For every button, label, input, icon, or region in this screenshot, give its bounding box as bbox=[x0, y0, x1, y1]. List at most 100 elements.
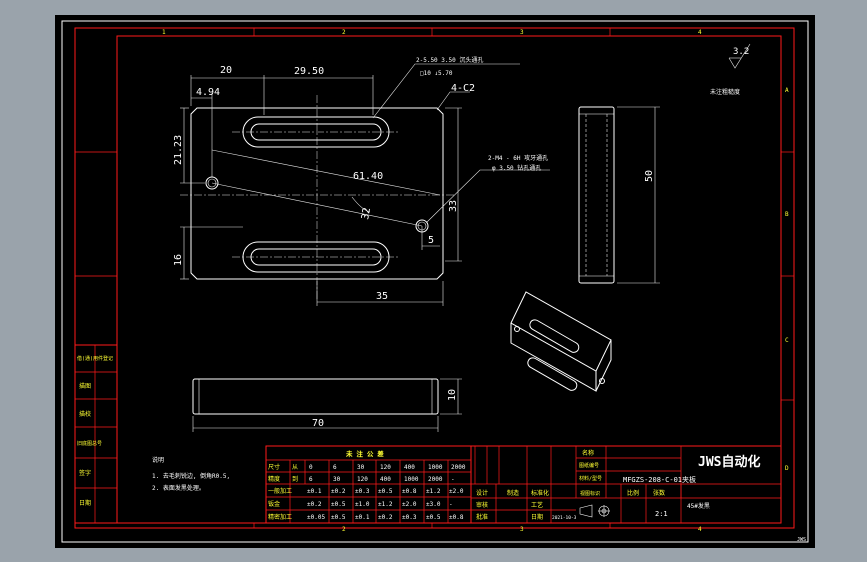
zone-col-4-bottom: 4 bbox=[698, 526, 702, 533]
dim-21-23: 21.23 bbox=[173, 135, 184, 165]
dim-16: 16 bbox=[173, 254, 184, 266]
zone-col-1: 1 bbox=[162, 29, 166, 36]
left-block-label-3: 描校 bbox=[79, 410, 91, 418]
notes-line-2: 2. 表面发黑处理。 bbox=[152, 484, 205, 492]
tol-header-cell: 400 bbox=[404, 464, 415, 471]
tol-value-cell: ±0.05 bbox=[307, 514, 325, 521]
title-mark-label: 视图标识 bbox=[580, 490, 600, 497]
chamfer-callout-leader bbox=[436, 91, 470, 111]
diagonal-dimension-line bbox=[211, 149, 441, 196]
tol-header2-cell: 到 bbox=[292, 476, 298, 483]
tolerance-title: 未 注 公 差 bbox=[346, 449, 384, 458]
tol-value-cell: ±2.0 bbox=[402, 501, 417, 508]
zone-row-b: B bbox=[785, 211, 789, 218]
tol-value-cell: ±0.5 bbox=[331, 514, 346, 521]
zone-row-a: A bbox=[785, 87, 789, 94]
tol-value-cell: - bbox=[449, 501, 453, 508]
tol-value-cell: ±0.1 bbox=[355, 514, 370, 521]
tol-header-cell: 从 bbox=[292, 464, 298, 471]
dim-50: 50 bbox=[644, 170, 655, 182]
drawing-sheet bbox=[55, 15, 815, 548]
tol-header2-cell: 1000 bbox=[404, 476, 419, 483]
slot-callout-line2: □10 ↓5.70 bbox=[420, 70, 453, 77]
title-scale-label: 比例 bbox=[627, 489, 639, 497]
tol-value-cell: ±0.8 bbox=[449, 514, 464, 521]
title-sheet-label: 张数 bbox=[653, 489, 665, 497]
title-check: 审核 bbox=[476, 501, 488, 509]
tol-header-cell: 1000 bbox=[428, 464, 443, 471]
dim-angle-32: 32 bbox=[360, 207, 373, 221]
tol-header-cell: 120 bbox=[380, 464, 391, 471]
angle-arc-32 bbox=[351, 196, 371, 213]
chamfer-label: 4-C2 bbox=[451, 83, 475, 94]
tol-value-cell: ±0.3 bbox=[355, 488, 370, 495]
sheet-border-zone bbox=[74, 27, 795, 529]
hole-callout-line2: φ 3.50 钻孔通孔 bbox=[492, 164, 541, 172]
roughness-symbol bbox=[728, 43, 751, 69]
zone-col-2-bottom: 2 bbox=[342, 526, 346, 533]
zone-ticks bbox=[75, 28, 794, 528]
sheet-outer-frame bbox=[61, 20, 809, 543]
title-date: 2021-10-3 bbox=[552, 515, 577, 521]
tol-row-label: 一般加工 bbox=[268, 487, 292, 495]
top-view bbox=[180, 63, 550, 306]
dim-33: 33 bbox=[448, 200, 459, 212]
tol-value-cell: ±3.0 bbox=[426, 501, 441, 508]
tol-value-cell: ±0.1 bbox=[307, 488, 322, 495]
tol-value-cell: ±0.3 bbox=[402, 514, 417, 521]
tol-value-cell: ±0.2 bbox=[331, 488, 346, 495]
zone-col-3-bottom: 3 bbox=[520, 526, 524, 533]
tol-header2-cell: 2000 bbox=[428, 476, 443, 483]
tol-header-cell: 2000 bbox=[451, 464, 466, 471]
title-drawing-no-label: 图纸编号 bbox=[579, 462, 599, 469]
front-view-outline bbox=[192, 378, 439, 415]
zone-col-3: 3 bbox=[520, 29, 524, 36]
left-block-label-6: 日期 bbox=[79, 499, 91, 507]
tol-value-cell: ±1.2 bbox=[378, 501, 393, 508]
side-view bbox=[578, 106, 660, 284]
dim-10: 10 bbox=[447, 389, 458, 401]
tol-header2-cell: 6 bbox=[309, 476, 313, 483]
zone-row-c: C bbox=[785, 337, 789, 344]
title-name-label: 名称 bbox=[582, 449, 594, 457]
hole-callout-leader bbox=[426, 169, 550, 223]
tol-value-cell: ±0.5 bbox=[331, 501, 346, 508]
left-record-block bbox=[74, 344, 118, 524]
title-mfg: 制造 bbox=[507, 489, 519, 497]
company-name: JWS自动化 bbox=[698, 454, 760, 470]
roughness-value: 3.2 bbox=[733, 47, 749, 57]
zone-col-2: 2 bbox=[342, 29, 346, 36]
tol-value-cell: ±0.2 bbox=[378, 514, 393, 521]
tolerance-table bbox=[265, 445, 472, 524]
tol-header-cell: 0 bbox=[309, 464, 313, 471]
left-block-label-5: 签字 bbox=[79, 469, 91, 477]
title-process: 工艺 bbox=[531, 501, 543, 509]
isometric-view bbox=[510, 291, 612, 392]
tol-value-cell: ±0.5 bbox=[378, 488, 393, 495]
left-block-label-1: 借(通)用件登记 bbox=[77, 355, 113, 362]
title-material-label: 材料/型号 bbox=[579, 475, 602, 482]
tol-header-cell: 6 bbox=[333, 464, 337, 471]
dim-61-40: 61.40 bbox=[353, 171, 383, 182]
zone-row-d: D bbox=[785, 465, 789, 472]
dim-4-94: 4.94 bbox=[196, 87, 220, 98]
dim-29-50: 29.50 bbox=[294, 66, 324, 77]
title-design: 设计 bbox=[476, 489, 488, 497]
tol-value-cell: ±1.0 bbox=[355, 501, 370, 508]
tol-header2-cell: 120 bbox=[357, 476, 368, 483]
tol-value-cell: ±0.2 bbox=[307, 501, 322, 508]
corner-mark: JWS bbox=[797, 537, 806, 543]
side-view-outline bbox=[578, 106, 615, 284]
title-approve: 批准 bbox=[476, 513, 488, 521]
hole-callout-line1: 2-M4 - 6H 攻牙通孔 bbox=[488, 154, 548, 162]
title-std: 标准化 bbox=[531, 489, 549, 497]
tol-header2-cell: 30 bbox=[333, 476, 341, 483]
tol-header2-cell: 精度 bbox=[268, 475, 280, 483]
tol-header-cell: 30 bbox=[357, 464, 365, 471]
left-block-label-2: 描图 bbox=[79, 382, 91, 390]
tol-row-label: 精密加工 bbox=[268, 513, 292, 521]
dim-35: 35 bbox=[376, 291, 388, 302]
title-date-label: 日期 bbox=[531, 513, 543, 521]
